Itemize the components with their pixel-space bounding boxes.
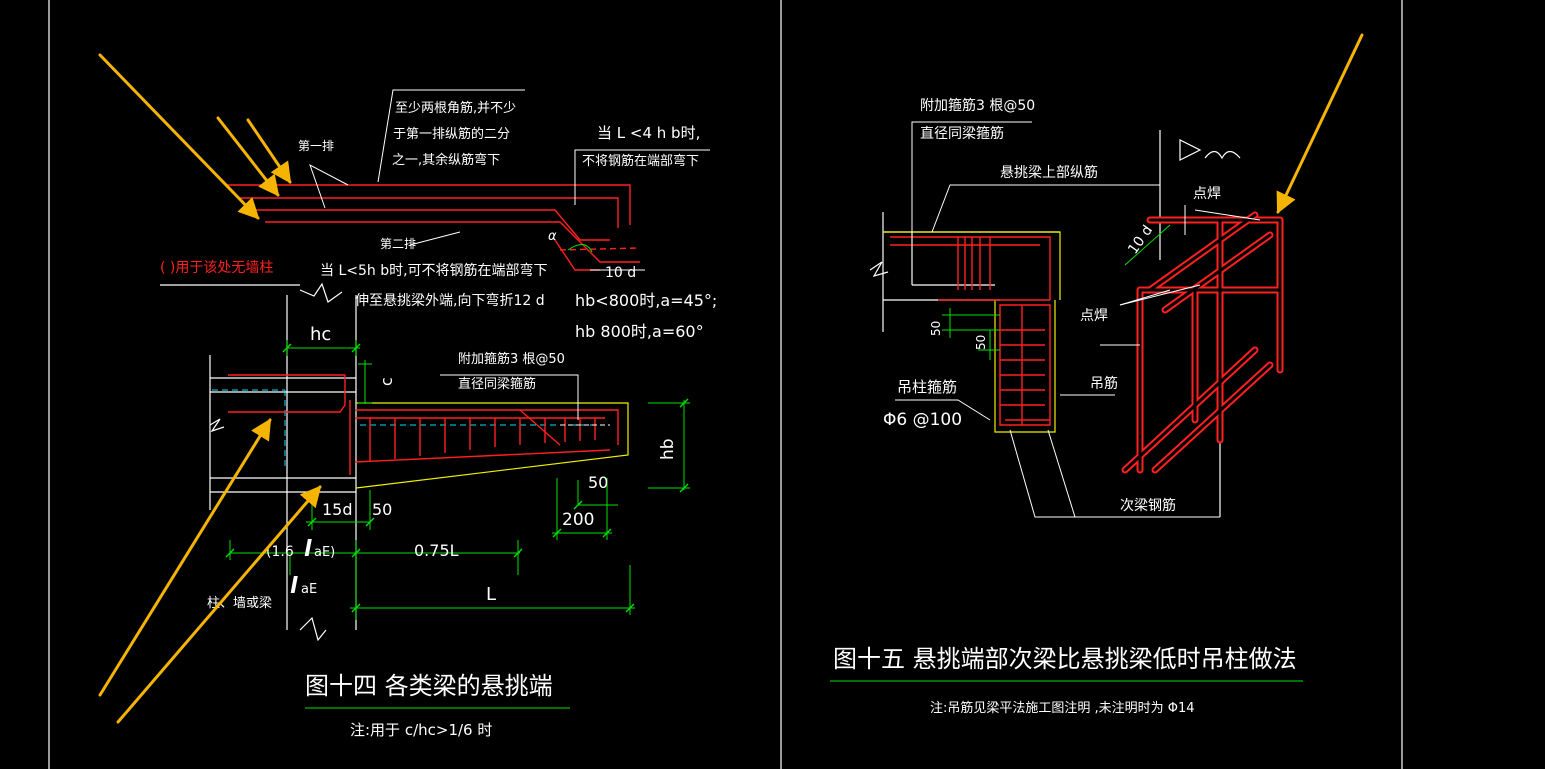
alpha-arc <box>567 244 593 253</box>
lae-paren-label: (1.6 <box>266 544 294 560</box>
caption-fig15: 图十五 悬挑端部次梁比悬挑梁低时吊柱做法 <box>833 645 1297 673</box>
note-fig14: 注:用于 c/hc>1/6 时 <box>350 721 492 739</box>
leaders-fig15 <box>895 121 1261 518</box>
ten-d-label: 10 d <box>605 265 636 281</box>
fifty-a-label: 50 <box>588 473 608 492</box>
f15-spot-weld-1: 点焊 <box>1193 186 1221 202</box>
dimensions-fig14 <box>229 340 690 620</box>
lae-bottom-label: aE <box>301 582 317 597</box>
beam-outline <box>883 231 1061 433</box>
arrow-6 <box>1276 33 1364 214</box>
hanger-rebars <box>890 236 1051 426</box>
dimensions-fig15 <box>942 224 1171 360</box>
c-label: c <box>377 377 396 386</box>
cantilever-rebars <box>228 374 619 475</box>
fifty-b-label: 50 <box>372 500 392 519</box>
alpha-label: α <box>548 229 557 244</box>
cantilever-outline <box>355 402 629 489</box>
note-top-line2: 于第一排纵筋的二分 <box>393 126 510 142</box>
f15-hanger-stirrup: 吊柱箍筋 <box>897 378 957 396</box>
red-note-no-wall: ( )用于该处无墙柱 <box>160 260 273 276</box>
top-rebars <box>225 184 641 271</box>
hb-label: hb <box>658 438 678 460</box>
lae-l-label: l <box>304 537 312 562</box>
cond-5h-line2: 伸至悬挑梁外端,向下弯折12 d <box>355 292 545 309</box>
f15-fifty-a: 50 <box>929 321 943 336</box>
cond-4h-line1: 当 L <4 h b时, <box>597 124 700 142</box>
f15-ten-d: 10 d <box>1125 223 1156 258</box>
f15-spot-weld-2: 点焊 <box>1080 308 1108 324</box>
arrow-2 <box>216 116 280 197</box>
first-row-label: 第一排 <box>298 139 334 153</box>
p075L-label: 0.75L <box>414 541 459 560</box>
figure-15: 附加箍筋3 根@50 直径同梁箍筋 悬挑梁上部纵筋 点焊 点焊 10 d 50 … <box>830 97 1303 716</box>
arrow-5 <box>116 485 322 724</box>
sheet-borders <box>48 0 1403 769</box>
arrow-1 <box>98 53 260 220</box>
cond-4h-line2: 不将钢筋在端部弯下 <box>582 153 699 169</box>
f15-top-bars: 悬挑梁上部纵筋 <box>1000 164 1098 181</box>
note-fig15: 注:吊筋见梁平法施工图注明 ,未注明时为 Φ14 <box>930 700 1195 716</box>
two-hundred-label: 200 <box>562 510 594 530</box>
note-top-line3: 之一,其余纵筋弯下 <box>392 152 500 168</box>
dimension-ticks-fig14 <box>225 343 689 613</box>
caption-fig14: 图十四 各类梁的悬挑端 <box>305 672 553 700</box>
figure-14: 至少两根角筋,并不少 于第一排纵筋的二分 之一,其余纵筋弯下 第一排 第二排 当… <box>160 89 717 739</box>
lae-l-label-2: l <box>290 574 298 599</box>
cond-5h-line1: 当 L<5h b时,可不将钢筋在端部弯下 <box>320 262 548 279</box>
lae-paren-suffix: aE) <box>314 545 335 560</box>
L-label: L <box>486 584 496 605</box>
f15-fifty-b: 50 <box>974 335 988 350</box>
f15-hanger-bar: 吊筋 <box>1090 375 1118 392</box>
f15-phi: Φ6 @100 <box>883 410 962 430</box>
leaders-fig14 <box>309 89 710 426</box>
angle-line2: hb 800时,a=60° <box>575 322 704 341</box>
angle-line1: hb<800时,a=45°; <box>575 291 717 310</box>
f15-stirrup-line2: 直径同梁箍筋 <box>920 125 1004 142</box>
hanger-cage-3d <box>1121 211 1284 474</box>
note-top-line1: 至少两根角筋,并不少 <box>395 100 516 116</box>
stirrup-line1: 附加箍筋3 根@50 <box>458 351 565 367</box>
second-row-label: 第二排 <box>380 237 416 251</box>
stirrup-line2: 直径同梁箍筋 <box>458 376 536 392</box>
arrow-3 <box>246 118 292 184</box>
highlight-arrows <box>98 33 1364 724</box>
hc-label: hc <box>310 324 331 345</box>
f15-stirrup-line1: 附加箍筋3 根@50 <box>920 97 1035 114</box>
arrow-4 <box>98 418 272 697</box>
f15-secondary: 次梁钢筋 <box>1120 497 1176 514</box>
fifteen-d-label: 15d <box>322 500 353 519</box>
